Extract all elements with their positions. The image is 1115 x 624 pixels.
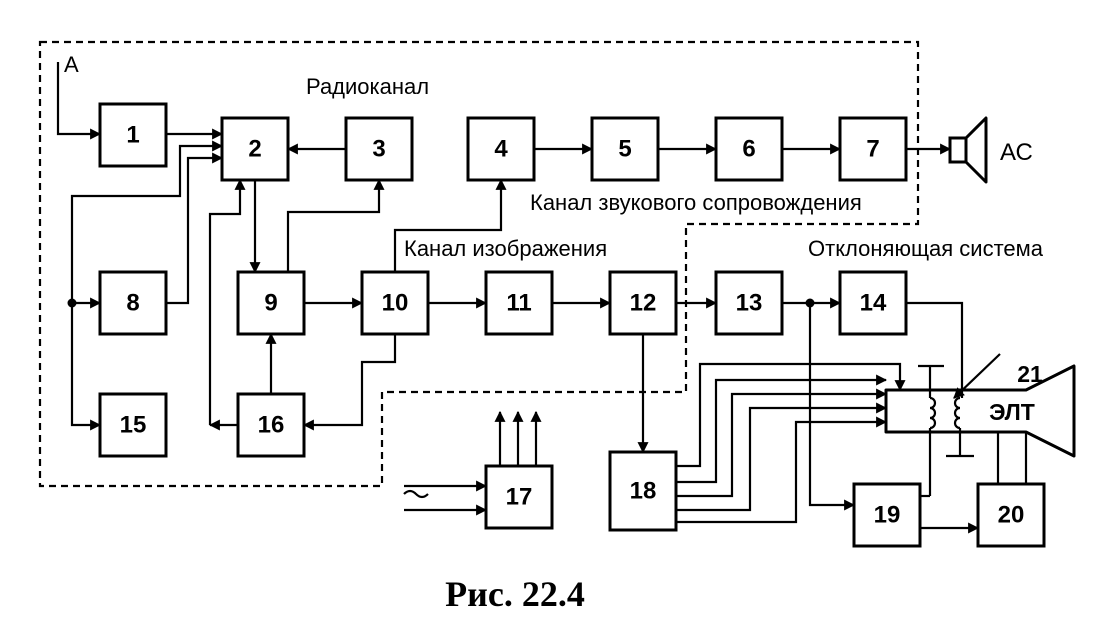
block-14: 14 — [838, 270, 908, 336]
block-label: 1 — [126, 122, 139, 149]
block-label: 11 — [506, 290, 531, 317]
block-11: 11 — [484, 270, 554, 336]
block-label: 8 — [126, 290, 139, 317]
block-label: 9 — [264, 290, 277, 317]
block-label: 16 — [258, 412, 285, 439]
block-label: 2 — [248, 136, 261, 163]
image-channel-label: Канал изображения — [404, 236, 607, 261]
block-19: 19 — [852, 482, 922, 548]
crt-number: 21 — [1017, 361, 1043, 387]
block-label: 7 — [866, 136, 879, 163]
block-label: 17 — [506, 484, 533, 511]
sound-channel-label: Канал звукового сопровождения — [530, 190, 862, 215]
block-6: 6 — [714, 116, 784, 182]
block-label: 19 — [874, 502, 901, 529]
block-17: 17 — [484, 464, 554, 530]
block-16: 16 — [236, 392, 306, 458]
crt-21: ЭЛТ 21 — [884, 361, 1076, 458]
block-label: 15 — [120, 412, 147, 439]
block-5: 5 — [590, 116, 660, 182]
block-3: 3 — [344, 116, 414, 182]
block-20: 20 — [976, 482, 1046, 548]
antenna-line — [56, 62, 102, 140]
block-12: 12 — [608, 270, 678, 336]
block-8: 8 — [98, 270, 168, 336]
speaker-icon — [948, 116, 988, 184]
speaker-label: АС — [1000, 139, 1033, 166]
block-13: 13 — [714, 270, 784, 336]
block-label: 6 — [742, 136, 755, 163]
block-label: 5 — [618, 136, 631, 163]
block-18: 18 — [608, 450, 678, 532]
block-label: 14 — [860, 290, 887, 317]
deflection-system-label: Отклоняющая система — [808, 236, 1044, 261]
block-10: 10 — [360, 270, 430, 336]
block-1: 1 — [98, 102, 168, 168]
block-4: 4 — [466, 116, 536, 182]
block-15: 15 — [98, 392, 168, 458]
receiver-boundary — [38, 40, 920, 488]
antenna-label: А — [64, 52, 79, 77]
block-label: 13 — [736, 290, 763, 317]
block-label: 20 — [998, 502, 1025, 529]
block-2: 2 — [220, 116, 290, 182]
block-9: 9 — [236, 270, 306, 336]
block-7: 7 — [838, 116, 908, 182]
block-label: 10 — [382, 290, 409, 317]
block-label: 18 — [630, 478, 657, 505]
figure-caption: Рис. 22.4 — [445, 574, 585, 614]
crt-label: ЭЛТ — [989, 399, 1035, 425]
radio-channel-label: Радиоканал — [306, 74, 429, 99]
block-label: 12 — [630, 290, 657, 317]
block-label: 3 — [372, 136, 385, 163]
block-label: 4 — [494, 136, 508, 163]
